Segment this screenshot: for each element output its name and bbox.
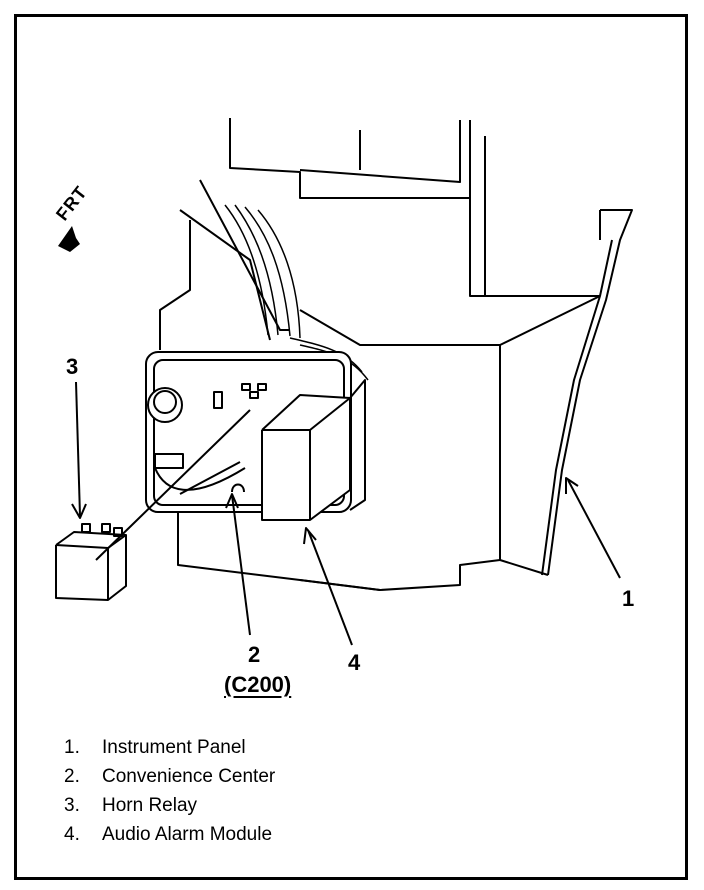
instrument-panel-outline [541, 209, 633, 576]
legend-list: 1. Instrument Panel 2. Convenience Cente… [64, 733, 275, 849]
legend-number: 1. [64, 737, 80, 758]
dash-housing [159, 179, 601, 591]
connector-label: (C200) [224, 672, 292, 697]
callout-horn-relay: 3 [66, 354, 79, 379]
legend-item: 4. Audio Alarm Module [64, 820, 275, 849]
callout-audio-alarm-module: 4 [348, 650, 361, 675]
legend-number: 4. [64, 824, 80, 845]
legend-number: 2. [64, 766, 80, 787]
leader-lines [71, 381, 621, 646]
legend-item: 3. Horn Relay [64, 791, 275, 820]
callout-convenience-center: 2 [248, 642, 261, 667]
horn-relay [55, 523, 127, 601]
upper-dash-structure [229, 118, 600, 297]
callout-instrument-panel: 1 [622, 586, 635, 611]
legend-item: 2. Convenience Center [64, 762, 275, 791]
audio-alarm-module [261, 379, 366, 521]
legend-label: Horn Relay [102, 795, 198, 816]
legend-label: Instrument Panel [102, 737, 246, 758]
legend-label: Audio Alarm Module [102, 824, 273, 845]
legend-label: Convenience Center [102, 766, 276, 787]
arrow-left-icon [58, 226, 80, 252]
legend-number: 3. [64, 795, 80, 816]
legend-item: 1. Instrument Panel [64, 733, 275, 762]
